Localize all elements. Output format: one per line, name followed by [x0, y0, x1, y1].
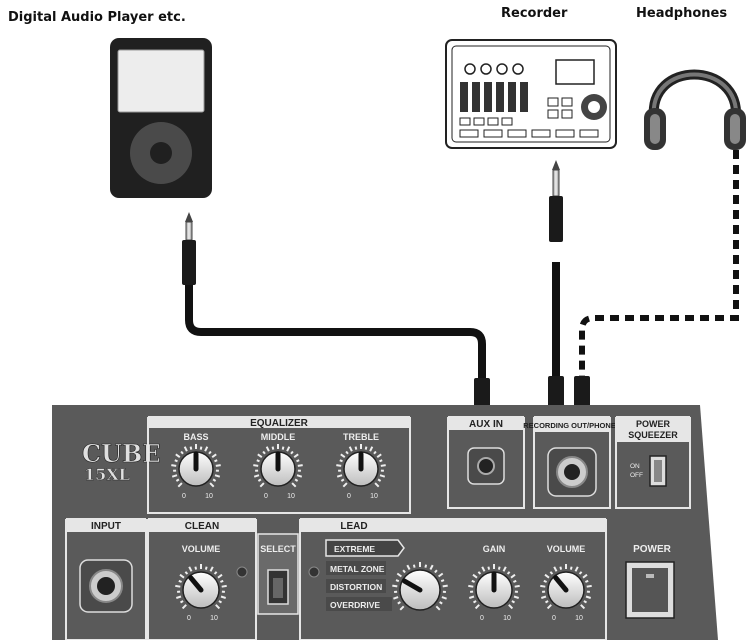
player-label: Digital Audio Player etc. [8, 10, 186, 25]
equalizer-title: EQUALIZER [250, 418, 309, 429]
lead-volume-knob[interactable] [540, 564, 592, 610]
gain-label: GAIN [483, 544, 506, 554]
lead-led [308, 566, 320, 578]
player-plug [182, 212, 196, 285]
mode-knob[interactable] [392, 562, 448, 611]
player-cable [185, 285, 486, 386]
mode-distortion[interactable] [326, 579, 386, 593]
scale-max-label: 10 [370, 493, 378, 500]
middle-knob[interactable] [253, 444, 303, 488]
bass-knob[interactable] [171, 444, 221, 488]
gain-knob[interactable] [468, 564, 520, 610]
recording-out-label: RECORDING OUT/PHONES [523, 421, 621, 430]
select-label: SELECT [260, 544, 296, 554]
recorder-device [445, 39, 617, 149]
scale-max-label: 10 [210, 615, 218, 622]
clean-volume-knob[interactable] [175, 564, 227, 610]
input-label: INPUT [91, 521, 121, 532]
mode-overdrive-label: OVERDRIVE [330, 600, 380, 610]
mode-extreme[interactable] [325, 539, 405, 557]
scale-min-label: 0 [347, 493, 351, 500]
scale-max-label: 10 [503, 615, 511, 622]
recorder-plug [549, 160, 563, 242]
treble-knob[interactable] [336, 444, 386, 488]
scale-min-label: 0 [187, 615, 191, 622]
scale-max-label: 10 [287, 493, 295, 500]
headphones-label: Headphones [636, 6, 728, 21]
scale-min-label: 0 [552, 615, 556, 622]
squeezer-on-label: ON [630, 463, 640, 470]
headphones-device [644, 69, 746, 150]
audio-player-device [110, 38, 212, 198]
clean-label: CLEAN [185, 521, 219, 532]
mode-overdrive[interactable] [326, 597, 392, 611]
scale-max-label: 10 [205, 493, 213, 500]
clean-volume-label: VOLUME [182, 544, 221, 554]
mode-metal-zone-label: METAL ZONE [330, 564, 385, 574]
power-squeezer-label-2: SQUEEZER [628, 430, 678, 440]
mode-distortion-label: DISTORTION [330, 582, 382, 592]
mode-metal-zone[interactable] [326, 561, 386, 575]
lead-label: LEAD [340, 521, 367, 532]
recorder-label: Recorder [501, 6, 568, 21]
aux-in-label: AUX IN [469, 419, 503, 430]
power-label: POWER [633, 544, 672, 555]
squeezer-off-label: OFF [630, 472, 643, 479]
headphones-cable [579, 150, 739, 378]
middle-label: MIDDLE [261, 432, 296, 442]
clean-led [236, 566, 248, 578]
brand-bottom: 15XL [84, 465, 130, 484]
power-squeezer-label-1: POWER [636, 419, 671, 429]
mode-extreme-label: EXTREME [334, 544, 375, 554]
lead-volume-label: VOLUME [547, 544, 586, 554]
scale-min-label: 0 [480, 615, 484, 622]
scale-min-label: 0 [182, 493, 186, 500]
scale-max-label: 10 [575, 615, 583, 622]
bass-label: BASS [183, 432, 208, 442]
scale-min-label: 0 [264, 493, 268, 500]
treble-label: TREBLE [343, 432, 379, 442]
